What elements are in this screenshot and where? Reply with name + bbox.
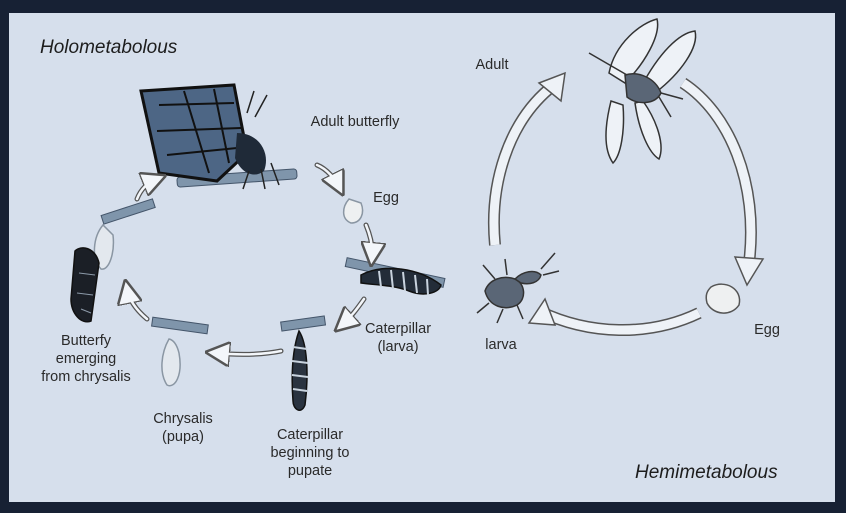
label-chrysalis: Chrysalis (pupa) (143, 410, 223, 446)
label-egg: Egg (366, 189, 406, 207)
label-butterfly-emerging: Butterfy emerging from chrysalis (33, 332, 139, 386)
adult-butterfly-icon (141, 85, 297, 189)
chrysalis-icon (152, 317, 209, 386)
adult-insect-icon (589, 19, 696, 163)
hemimetabolous-heading: Hemimetabolous (635, 462, 778, 484)
insect-egg-icon (706, 284, 739, 313)
hemimetabolous-cycle (477, 19, 763, 330)
label-adult-butterfly: Adult butterfly (290, 113, 420, 131)
pupating-caterpillar-icon (281, 316, 326, 410)
label-adult: Adult (467, 56, 517, 74)
emerging-butterfly-icon (71, 199, 155, 322)
life-cycle-drawing (9, 13, 835, 502)
holometabolous-heading: Holometabolous (40, 37, 177, 59)
label-insect-egg: Egg (747, 321, 787, 339)
label-pupating-caterpillar: Caterpillar beginning to pupate (255, 426, 365, 480)
label-caterpillar: Caterpillar (larva) (355, 320, 441, 356)
diagram-panel: Holometabolous Hemimetabolous Adult butt… (9, 13, 835, 502)
label-larva: larva (479, 336, 523, 354)
egg-icon (344, 199, 363, 223)
caterpillar-icon (345, 258, 445, 295)
